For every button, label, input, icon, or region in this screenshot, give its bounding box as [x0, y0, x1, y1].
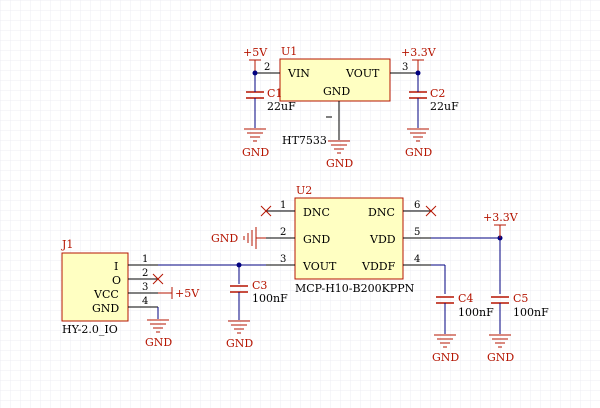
j1-pin4-num: 4: [142, 296, 148, 307]
u2-part-number: MCP-H10-B200KPPN: [295, 282, 415, 295]
u1-pin-vin-name: VIN: [287, 67, 310, 80]
c5-gnd-symbol: [489, 334, 511, 348]
c1-value: 22uF: [267, 100, 296, 113]
u2-pin6-no-connect: [425, 205, 437, 217]
u1-regulator[interactable]: U1 VIN VOUT GND 2 3 HT7533: [255, 45, 418, 147]
j1-pin1-name: I: [114, 260, 118, 273]
u1-designator: U1: [281, 45, 297, 58]
j1-part-number: HY-2.0_IO: [62, 323, 118, 336]
u1-gnd-symbol: [328, 140, 350, 154]
c2-designator: C2: [430, 87, 445, 100]
c3-value: 100nF: [252, 292, 288, 305]
u2-designator: U2: [296, 184, 312, 197]
j1-pin4-name: GND: [92, 302, 119, 315]
u1-part-number: HT7533: [282, 134, 327, 147]
j1-pin3-name: VCC: [93, 288, 119, 301]
c3-gnd-label: GND: [226, 337, 253, 350]
j1-pin2-no-connect: [152, 273, 164, 285]
c1-gnd-symbol: [244, 128, 266, 142]
u2-pin4-num: 4: [414, 254, 420, 265]
u1-pin2-num: 2: [264, 62, 270, 73]
u1-pin-vout-name: VOUT: [345, 67, 380, 80]
c3-gnd-symbol: [228, 320, 250, 334]
c4-value: 100nF: [458, 306, 494, 319]
j1-pin2-name: O: [112, 274, 121, 287]
u2-pin3-num: 3: [280, 254, 286, 265]
u2-body: [294, 197, 404, 280]
j1-body: [61, 252, 129, 322]
j1-pin1-num: 1: [142, 254, 148, 265]
u2-pin3-name: VOUT: [302, 260, 337, 273]
c2-gnd-symbol: [407, 128, 429, 142]
net-label-5v-j1: +5V: [175, 287, 200, 300]
c2-value: 22uF: [430, 100, 459, 113]
u2-pin1-num: 1: [280, 200, 286, 211]
net-label-3v3-u1: +3.3V: [401, 46, 437, 59]
net-label-3v3-u2: +3.3V: [483, 211, 519, 224]
u1-gnd-label: GND: [326, 157, 353, 170]
c3-designator: C3: [252, 279, 267, 292]
c5-designator: C5: [513, 292, 528, 305]
c5-value: 100nF: [513, 306, 549, 319]
c4-designator: C4: [458, 292, 473, 305]
u1-pin3-num: 3: [402, 62, 408, 73]
c2-gnd-label: GND: [405, 146, 432, 159]
j1-gnd-label: GND: [145, 336, 172, 349]
power-5v-symbol-j1: [158, 287, 173, 299]
u2-gnd-symbol: [243, 227, 266, 249]
u1-pin-gnd-name: GND: [323, 85, 350, 98]
u2-pin1-no-connect: [260, 205, 272, 217]
u2-pin2-name: GND: [303, 233, 330, 246]
c1-gnd-label: GND: [242, 146, 269, 159]
c4-gnd-symbol: [434, 334, 456, 348]
c5-gnd-label: GND: [487, 351, 514, 364]
power-3v3-symbol-u2: [494, 224, 506, 238]
u2-pin5-name: VDD: [369, 233, 396, 246]
u2-sensor[interactable]: U2 DNC GND VOUT DNC VDD VDDF 1 2 3 6 5 4…: [266, 184, 431, 295]
u2-pin1-name: DNC: [303, 206, 330, 219]
j1-connector[interactable]: J1 I O VCC GND 1 2 3 4 HY-2.0_IO: [61, 238, 158, 336]
u2-pin6-num: 6: [414, 200, 420, 211]
u2-pin5-num: 5: [414, 227, 420, 238]
j1-gnd-symbol: [147, 319, 169, 333]
u2-pin4-name: VDDF: [361, 260, 396, 273]
u1-body: [279, 58, 391, 102]
u2-gnd-label: GND: [211, 232, 238, 245]
c1-designator: C1: [267, 87, 282, 100]
u2-pin6-name: DNC: [368, 206, 395, 219]
u2-pin2-num: 2: [280, 227, 286, 238]
j1-pin2-num: 2: [142, 268, 148, 279]
j1-pin3-num: 3: [142, 282, 148, 293]
j1-designator: J1: [61, 238, 73, 251]
c4-gnd-label: GND: [432, 351, 459, 364]
net-label-5v-u1: +5V: [243, 46, 268, 59]
